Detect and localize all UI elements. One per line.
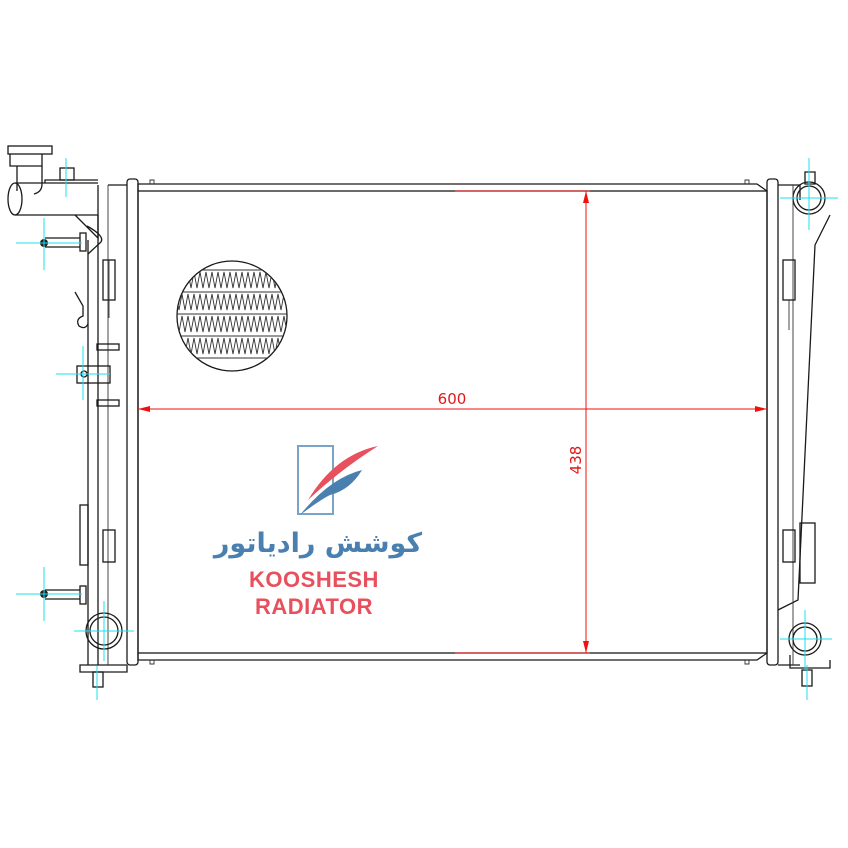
centerlines — [16, 158, 838, 700]
persian-name: کوشش رادیاتور — [212, 528, 423, 559]
height-dimension: 438 — [455, 190, 590, 654]
fin-wave — [177, 315, 287, 333]
left-tank — [79, 184, 128, 688]
bottom-header — [137, 652, 768, 661]
inlet-pipe — [7, 145, 103, 255]
right-tank — [777, 171, 831, 687]
brand-line1: KOOSHESH — [249, 567, 379, 592]
height-label: 438 — [567, 446, 585, 475]
fin-detail — [176, 260, 288, 372]
width-label: 600 — [438, 390, 467, 408]
left-brackets — [40, 259, 123, 650]
radiator-core — [137, 190, 768, 654]
left-side-plate — [126, 178, 139, 666]
company-logo: کوشش رادیاتور KOOSHESH RADIATOR — [212, 445, 423, 619]
right-side-plate — [766, 178, 779, 666]
width-dimension: 600 — [138, 390, 767, 412]
top-header — [137, 183, 768, 192]
fin-wave — [177, 293, 287, 311]
brand-line2: RADIATOR — [255, 594, 373, 619]
